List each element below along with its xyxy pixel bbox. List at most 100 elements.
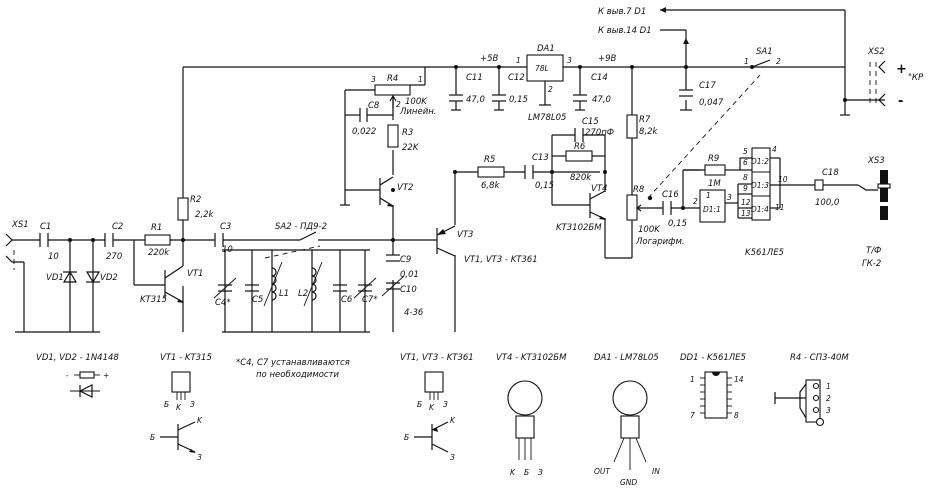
c5-capacitor: C5 (245, 284, 263, 305)
c16-capacitor: C16 0,15 (662, 190, 687, 229)
svg-text:2: 2 (548, 85, 553, 94)
svg-text:8: 8 (734, 411, 739, 420)
vd1-label: VD1 (46, 273, 64, 283)
r4-pin2: 2 (396, 100, 401, 109)
plus9-label: +9В (598, 54, 617, 64)
legend-note-2: по необходимости (256, 370, 340, 380)
c10-trimmer: C10 4-36 (381, 275, 424, 318)
legend-r4: R4 - СП3-40М (790, 353, 849, 363)
c10-label: C10 (400, 285, 417, 295)
l1-label: L1 (279, 289, 289, 299)
plus5-label: +5В (480, 54, 499, 64)
svg-text:3: 3 (826, 406, 831, 415)
c18-label: C18 (822, 168, 839, 178)
xs2-kr: "КР (908, 73, 924, 83)
sa1-label: SA1 (756, 47, 773, 57)
xs2-minus: - (898, 94, 903, 109)
svg-text:5: 5 (743, 147, 748, 156)
c9-value: 0,01 (400, 270, 419, 280)
c7-trimmer: C7* (353, 277, 378, 305)
legend-da1: DA1 - LM78L05 (594, 353, 659, 363)
vt4-label: VT4 (591, 184, 607, 194)
svg-text:6: 6 (743, 158, 748, 167)
svg-text:8: 8 (743, 173, 748, 182)
c9-capacitor: C9 0,01 (386, 254, 419, 280)
c5-label: C5 (252, 295, 263, 305)
r8-potentiometer: R8 100K Логарифм. (626, 185, 685, 247)
svg-text:K: K (429, 403, 435, 412)
l2-coil: L2 (298, 261, 323, 307)
r8-label: R8 (633, 185, 645, 195)
r7-value: 8,2k (639, 127, 659, 137)
c17-capacitor: C17 0,047 (679, 81, 724, 108)
svg-text:1: 1 (826, 382, 831, 391)
r4-label: R4 (387, 74, 398, 84)
svg-text:4: 4 (772, 145, 777, 154)
ground-symbols (340, 101, 850, 206)
svg-text:K: K (197, 416, 203, 425)
svg-text:OUT: OUT (594, 467, 611, 476)
xs1-label: XS1 (11, 220, 29, 230)
c3-value: 10 (222, 245, 233, 255)
c17-label: C17 (699, 81, 716, 91)
svg-text:Б: Б (164, 400, 169, 409)
c3-capacitor: C3 10 (214, 222, 233, 255)
vt1-transistor: VT1 KT315 (140, 242, 203, 305)
c8-label: C8 (368, 101, 380, 111)
c2-value: 270 (106, 252, 122, 262)
sa2-label: SA2 - ПД9-2 (275, 222, 327, 232)
da1-label: DA1 (537, 44, 555, 54)
r9-label: R9 (708, 154, 719, 164)
vd1-diode: VD1 (46, 270, 78, 283)
vt1-label: VT1 (187, 269, 203, 279)
c16-label: C16 (662, 190, 679, 200)
c16-value: 0,15 (668, 219, 687, 229)
r2-resistor: R2 2,2k (177, 195, 215, 221)
da1-regulator: DA1 78L 1 3 2 LM78L05 (516, 44, 572, 123)
svg-text:1: 1 (744, 57, 749, 66)
c13-label: C13 (532, 153, 549, 163)
r3-resistor: R3 22K (387, 124, 420, 153)
c15-value: 270пФ (585, 128, 614, 138)
c8-value: 0,022 (352, 127, 376, 137)
xs2-plus: + (896, 62, 907, 77)
vt4-type: KT3102БМ (556, 223, 602, 233)
c12-value: 0,15 (509, 95, 528, 105)
svg-text:12: 12 (741, 198, 751, 207)
c1-value: 10 (48, 252, 59, 262)
c7-label: C7* (362, 295, 378, 305)
c1-label: C1 (40, 222, 51, 232)
svg-text:D1:4: D1:4 (751, 205, 769, 214)
r3-value: 22K (402, 143, 420, 153)
dd1-ic-label: K561ЛЕ5 (745, 248, 784, 258)
svg-text:З: З (443, 400, 448, 409)
svg-text:3: 3 (567, 56, 572, 65)
c1-capacitor: C1 10 (39, 222, 59, 262)
svg-text:З: З (450, 453, 455, 462)
r7-resistor: R7 8,2k (626, 114, 659, 139)
legend-diodes: VD1, VD2 - 1N4148 (36, 353, 119, 363)
xs3-plug: XS3 Т/Ф ГК-2 (857, 156, 891, 269)
legend-note-1: *C4, C7 устанавливаются (236, 358, 350, 368)
r2-value: 2,2k (195, 210, 215, 220)
svg-text:14: 14 (734, 375, 744, 384)
mechanical-link (647, 74, 761, 199)
da1-type: LM78L05 (528, 113, 566, 123)
svg-text:10: 10 (778, 175, 788, 184)
svg-text:2: 2 (826, 394, 831, 403)
svg-text:D1:1: D1:1 (703, 205, 721, 214)
svg-text:K: K (450, 416, 456, 425)
rail-labels: +5В +9В К выв.7 D1 К выв.14 D1 (480, 7, 689, 64)
sa2-switch: SA2 - ПД9-2 (264, 222, 327, 259)
r3-label: R3 (402, 128, 413, 138)
c17-value: 0,047 (699, 98, 724, 108)
c10-value: 4-36 (404, 308, 424, 318)
pin14-label: К выв.14 D1 (598, 26, 652, 36)
vt3-transistor: VT3 VT1, VT3 - KT361 (436, 225, 538, 265)
legend-diode-symbol: - + (66, 371, 109, 398)
xs2-label: XS2 (867, 47, 885, 57)
legend-kt3102-package: K Б З (507, 380, 543, 477)
c15-label: C15 (582, 117, 599, 127)
svg-text:-: - (66, 371, 69, 380)
